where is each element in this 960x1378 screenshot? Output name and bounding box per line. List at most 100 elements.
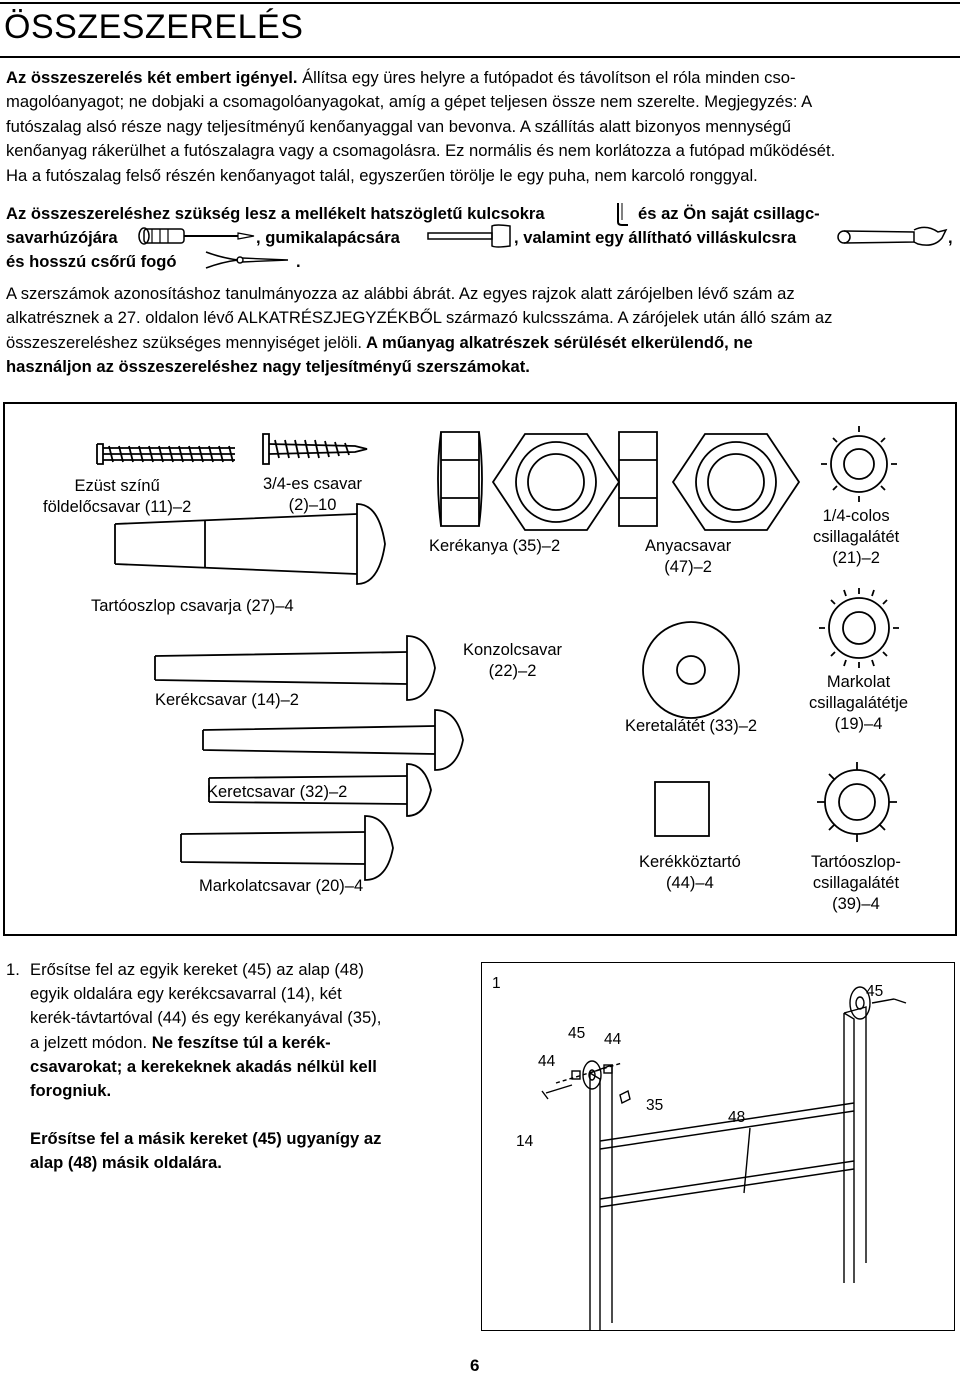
part-frame-bolt-label: Keretcsavar (32)–2 bbox=[207, 783, 348, 801]
part-nut-label: Anyacsavar (47)–2 bbox=[645, 536, 731, 578]
part-frame-washer-label: Keretalátét (33)–2 bbox=[625, 717, 758, 735]
step-number: 1. bbox=[6, 960, 20, 979]
step-1-instructions: 1. Erősítse fel az egyik kereket (45) az… bbox=[6, 958, 446, 1176]
assembly-step-label: 1 bbox=[492, 975, 501, 992]
phillips-screwdriver-icon bbox=[138, 227, 255, 245]
tools-line-2a: savarhúzójára bbox=[6, 228, 118, 247]
wheel-bolt-icon bbox=[202, 709, 464, 771]
intro-line-2: magolóanyagot; ne dobjaki a csomagolóany… bbox=[6, 92, 813, 112]
wheel-spacer-icon bbox=[654, 781, 710, 837]
frame-washer-icon bbox=[642, 621, 740, 719]
step-1-line-3: kerék-távtartóval (44) és egy kerékanyáv… bbox=[30, 1008, 382, 1028]
part-wheel-spacer-line-2: (44)–4 bbox=[666, 874, 714, 892]
needle-nose-pliers-icon bbox=[205, 251, 289, 269]
part-ground-screw-line-2: földelőcsavar (11)–2 bbox=[43, 498, 192, 516]
step-1-line-4-text: a jelzett módon. bbox=[30, 1032, 148, 1052]
handle-star-washer-icon bbox=[819, 588, 899, 668]
tools-line-3a: és hosszú csőrű fogó bbox=[6, 252, 177, 271]
tools-line-1a: Az összeszereléshez szükség lesz a mellé… bbox=[6, 204, 545, 223]
tools-line-2c: , valamint egy állítható villáskulcsra bbox=[514, 228, 797, 247]
part-handle-bolt-label: Markolatcsavar (20)–4 bbox=[199, 877, 364, 895]
assembly-figure: 1 45 45 44 44 35 48 14 bbox=[481, 962, 955, 1331]
callout-35: 35 bbox=[646, 1097, 664, 1114]
note-paragraph: A szerszámok azonosításhoz tanulmányozza… bbox=[6, 282, 952, 380]
part-nut-line-2: (47)–2 bbox=[664, 558, 712, 576]
step-1-text: Erősítse fel az egyik kereket (45) az al… bbox=[6, 958, 446, 1176]
upright-star-washer-icon bbox=[817, 762, 897, 842]
part-screw-line-1: 3/4-es csavar bbox=[263, 475, 363, 493]
wood-screw-icon bbox=[262, 433, 368, 465]
intro-line-1: Az összeszerelés két embert igényel. Áll… bbox=[6, 66, 952, 90]
callout-14: 14 bbox=[516, 1133, 534, 1150]
part-wheel-spacer-label: Kerékköztartó (44)–4 bbox=[639, 852, 741, 894]
part-star-washer-line-2: csillagalátét bbox=[813, 528, 900, 546]
step-1-line-1: Erősítse fel az egyik kereket (45) az al… bbox=[30, 960, 364, 979]
handle-bolt-icon bbox=[180, 815, 394, 881]
part-upright-star-washer-line-3: (39)–4 bbox=[832, 895, 880, 913]
star-washer-icon bbox=[821, 426, 897, 502]
tools-paragraph: Az összeszereléshez szükség lesz a mellé… bbox=[6, 203, 953, 274]
step-1-warning-start: Ne feszítse túl a kerék- bbox=[147, 1032, 331, 1052]
part-upright-star-washer-label: Tartóoszlop- csillagalátét (39)–4 bbox=[811, 852, 901, 915]
upright-bolt-icon bbox=[114, 503, 386, 585]
adjustable-wrench-icon bbox=[837, 226, 948, 246]
note-warning-2: használjon az összeszereléshez nagy telj… bbox=[6, 357, 530, 377]
part-upright-bolt-label: Tartóoszlop csavarja (27)–4 bbox=[91, 597, 294, 615]
part-handle-star-washer-label: Markolat csillagalátétje (19)–4 bbox=[809, 672, 908, 735]
callout-44-right: 44 bbox=[604, 1031, 622, 1048]
part-ground-screw-line-1: Ezüst színű bbox=[74, 477, 160, 495]
part-nut-line-1: Anyacsavar bbox=[645, 537, 732, 555]
intro-line-1-rest: Állítsa egy üres helyre a futópadot és t… bbox=[297, 68, 796, 87]
tools-line-2d: , bbox=[948, 228, 953, 247]
intro-paragraph: Az összeszerelés két embert igényel. Áll… bbox=[6, 66, 952, 188]
part-ground-screw-label: Ezüst színű földelőcsavar (11)–2 bbox=[43, 476, 191, 518]
part-handle-star-washer-line-1: Markolat bbox=[826, 673, 891, 691]
part-star-washer-line-3: (21)–2 bbox=[832, 549, 880, 567]
part-upright-star-washer-line-1: Tartóoszlop- bbox=[811, 853, 901, 871]
parts-drawing bbox=[96, 426, 899, 881]
callout-45-top: 45 bbox=[866, 983, 884, 1000]
callout-45-mid: 45 bbox=[568, 1025, 586, 1042]
step-1-line-2: egyik oldalára egy kerékcsavarral (14), … bbox=[30, 984, 342, 1004]
assembly-drawing bbox=[541, 986, 907, 1330]
part-screw-line-2: (2)–10 bbox=[288, 496, 337, 514]
intro-line-3: futószalag alsó része nagy teljesítményű… bbox=[6, 116, 791, 136]
note-line-1: A szerszámok azonosításhoz tanulmányozza… bbox=[6, 284, 795, 303]
ground-screw-icon bbox=[96, 443, 235, 465]
step-1-warning-line-2: csavarokat; a kerekeknek akadás nélkül k… bbox=[30, 1056, 377, 1076]
intro-line-5: Ha a futószalag felső részén kenőanyagot… bbox=[6, 165, 758, 185]
tools-line-2b: , gumikalapácsára bbox=[256, 228, 400, 247]
step-1-warning-line-3: forogniuk. bbox=[30, 1081, 112, 1101]
step-1-second-wheel-line-2: alap (48) másik oldalára. bbox=[30, 1153, 222, 1173]
parts-diagram: Ezüst színű földelőcsavar (11)–2 3/4-es … bbox=[3, 402, 957, 936]
tools-line-3b: . bbox=[296, 252, 301, 271]
note-line-3: összeszereléshez szükséges mennyiséget j… bbox=[6, 331, 952, 355]
part-bracket-bolt-label: Konzolcsavar (22)–2 bbox=[463, 640, 562, 682]
wheel-nut-face-icon bbox=[491, 433, 621, 531]
part-bracket-bolt-line-2: (22)–2 bbox=[488, 662, 537, 680]
note-line-3-text: összeszereléshez szükséges mennyiséget j… bbox=[6, 332, 363, 352]
part-handle-star-washer-line-2: csillagalátétje bbox=[809, 694, 909, 712]
part-wheel-bolt-label: Kerékcsavar (14)–2 bbox=[155, 691, 299, 709]
note-line-2: alkatrésznek a 27. oldalon lévő ALKATRÉS… bbox=[6, 308, 833, 328]
callout-48: 48 bbox=[728, 1109, 746, 1126]
title-rule bbox=[0, 56, 960, 58]
tools-line-1b: és az Ön saját csillagc- bbox=[638, 204, 820, 223]
part-star-washer-line-1: 1/4-colos bbox=[822, 507, 890, 525]
hex-key-icon bbox=[617, 203, 628, 226]
intro-line-4: kenőanyag rákerülhet a futószalagra vagy… bbox=[6, 141, 836, 161]
part-wheel-nut-label: Kerékanya (35)–2 bbox=[429, 537, 561, 555]
note-warning-1: A műanyag alkatrészek sérülését elkerüle… bbox=[362, 332, 753, 352]
page-number: 6 bbox=[470, 1356, 480, 1375]
part-bracket-bolt-line-1: Konzolcsavar bbox=[463, 641, 563, 659]
wheel-nut-side-icon bbox=[437, 431, 483, 527]
step-1-line-4: a jelzett módon. Ne feszítse túl a kerék… bbox=[30, 1031, 446, 1055]
part-wheel-spacer-line-1: Kerékköztartó bbox=[639, 853, 741, 871]
rubber-mallet-icon bbox=[427, 224, 511, 248]
frame-bolt-icon bbox=[208, 763, 432, 817]
nut-side-icon bbox=[618, 431, 658, 527]
callout-44-left: 44 bbox=[538, 1053, 556, 1070]
step-1-second-wheel-line-1: Erősítse fel a másik kereket (45) ugyaní… bbox=[30, 1129, 382, 1149]
bracket-bolt-icon bbox=[154, 635, 436, 701]
top-rule bbox=[0, 2, 960, 4]
